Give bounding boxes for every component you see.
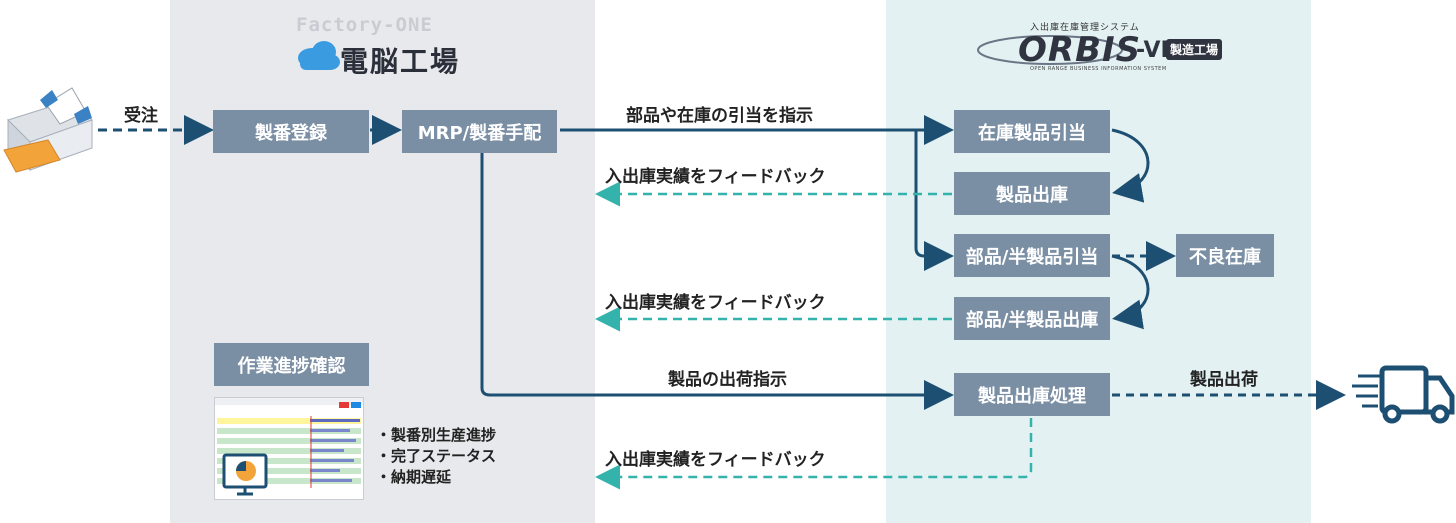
ship-instruction-label: 製品の出荷指示: [668, 370, 787, 390]
instruct-parts-label: 部品や在庫の引当を指示: [626, 106, 813, 126]
order-label: 受注: [124, 106, 158, 126]
orbis-logo-version: -VI: [1136, 38, 1169, 63]
progress-items-list: ・製番別生産進捗 ・完了ステータス ・納期遅延: [376, 425, 496, 488]
feedback-label-3: 入出庫実績をフィードバック: [605, 450, 826, 470]
mrp-to-shipping-arrow: [480, 152, 954, 410]
feedback-label-2: 入出庫実績をフィードバック: [605, 293, 826, 313]
buhin-hikiate-box: 部品/半製品引当: [954, 234, 1110, 277]
seiban-toroku-box: 製番登録: [213, 110, 369, 153]
seihin-shukko-box: 製品出庫: [954, 172, 1110, 215]
mrp-box: MRP/製番手配: [402, 110, 557, 153]
progress-item: ・完了ステータス: [376, 447, 497, 465]
furyo-zaiko-box: 不良在庫: [1176, 234, 1274, 277]
zaiko-to-shukko-curve: [1111, 128, 1150, 203]
factory-one-logo-text: Factory-ONE: [296, 14, 433, 36]
orbis-logo-main: ORBIS: [1018, 30, 1142, 70]
orbis-logo-badge: 製造工場: [1166, 39, 1223, 60]
feedback-arrow-3: [595, 418, 1033, 490]
sagyo-shincho-box: 作業進捗確認: [214, 343, 369, 386]
seihin-shukko-shori-box: 製品出庫処理: [954, 373, 1110, 416]
mrp-to-buhin-arrow: [914, 130, 954, 271]
progress-item: ・納期遅延: [376, 468, 452, 486]
buhin-shukko-box: 部品/半製品出庫: [954, 297, 1110, 340]
orbis-logo-caption: 入出庫在庫管理システム: [1030, 23, 1140, 33]
orbis-logo-subtitle: OPEN RANGE BUSINESS INFORMATION SYSTEM: [1030, 66, 1167, 72]
feedback-label-1: 入出庫実績をフィードバック: [605, 167, 826, 187]
monitor-pie-icon: [222, 453, 268, 496]
progress-screenshot: [214, 397, 364, 500]
progress-screenshot-graphic: [215, 398, 363, 496]
shipment-label: 製品出荷: [1190, 370, 1258, 390]
factory-one-logo-main: 電脳工場: [340, 45, 461, 78]
printer-icon: [3, 87, 93, 173]
progress-item: ・製番別生産進捗: [376, 426, 497, 444]
zaiko-seihin-hikiate-box: 在庫製品引当: [954, 110, 1110, 153]
truck-icon: [1352, 365, 1455, 424]
buhin-to-shukko-curve: [1111, 254, 1150, 330]
